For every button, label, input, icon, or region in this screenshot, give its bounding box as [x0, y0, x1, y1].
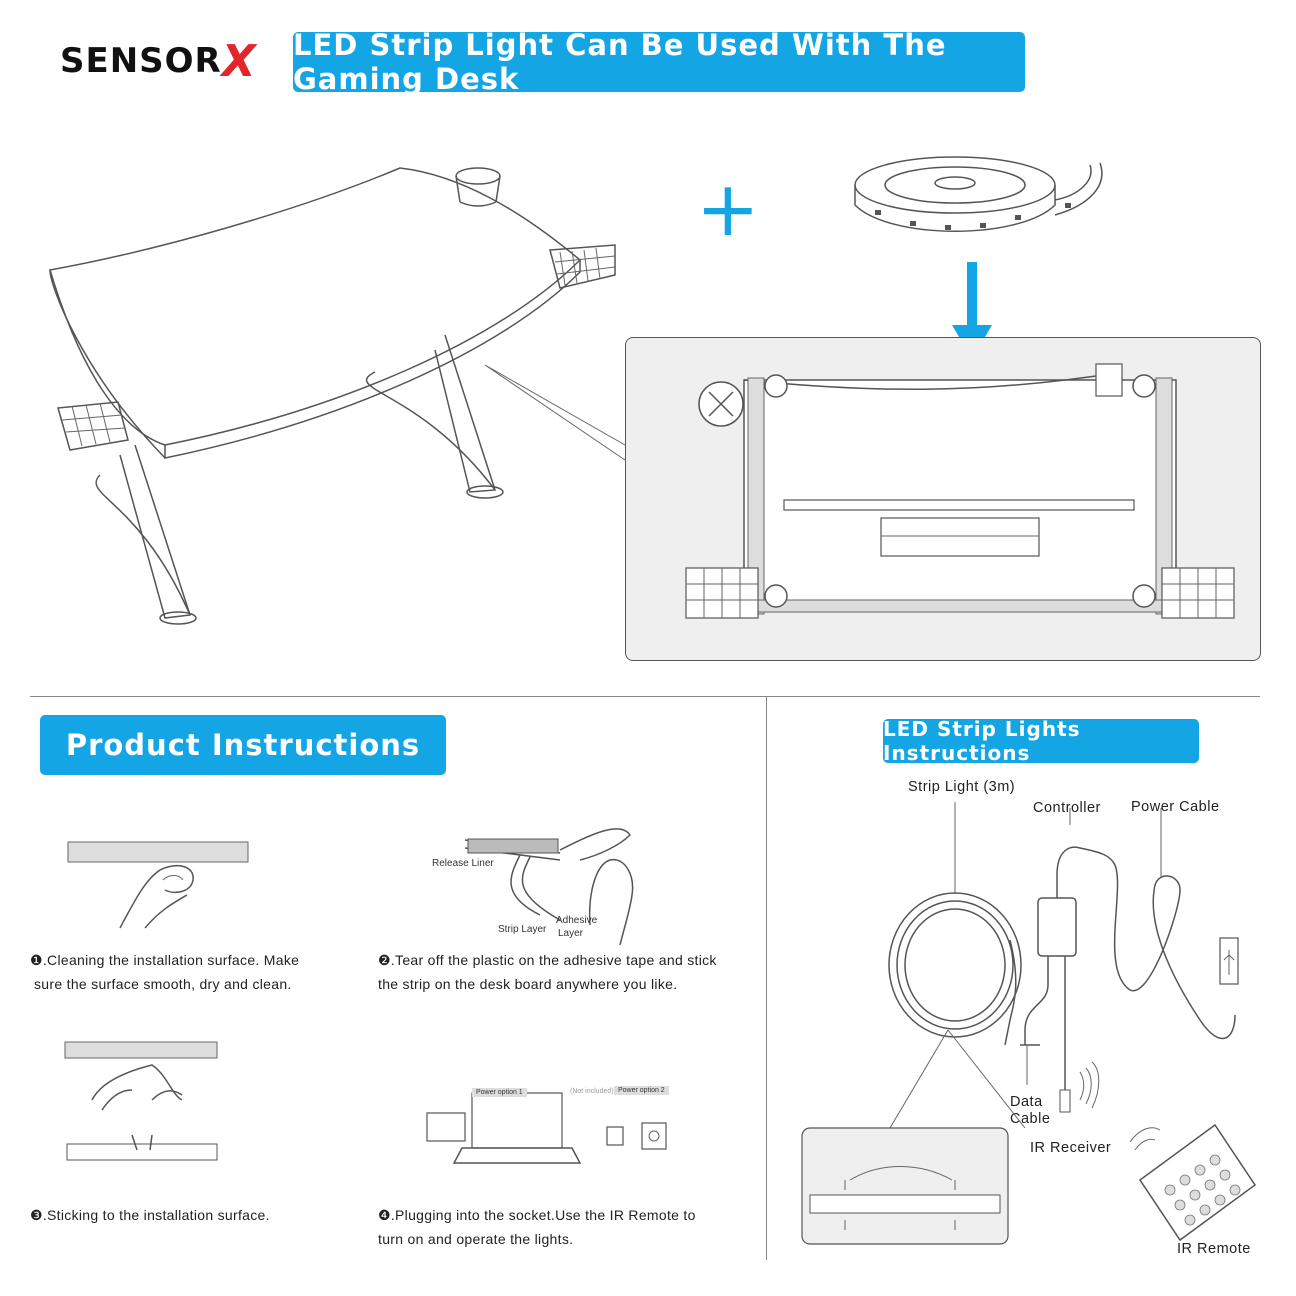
step1-line1: .Cleaning the installation surface. Make [42, 952, 300, 968]
adhesive-label-line2: Layer [558, 928, 584, 939]
ir-remote-label: IR Remote [1177, 1241, 1251, 1257]
data-cable-line1: Data [1010, 1094, 1043, 1110]
step3-line1: .Sticking to the installation surface. [42, 1207, 270, 1223]
step3-text: ❸.Sticking to the installation surface. [30, 1203, 360, 1227]
adhesive-label-line1: Adhesive [556, 915, 598, 926]
step4-line2: turn on and operate the lights. [378, 1231, 574, 1247]
plus-sign: + [696, 164, 760, 253]
step4-line1: .Plugging into the socket.Use the IR Rem… [390, 1207, 696, 1223]
power-option1-label: Power option 1 [472, 1088, 527, 1097]
step2-text: ❷.Tear off the plastic on the adhesive t… [378, 948, 763, 996]
ir-receiver-label: IR Receiver [1030, 1140, 1112, 1156]
controller-label: Controller [1033, 800, 1101, 816]
step1-number: ❶ [30, 952, 43, 968]
header-title: LED Strip Light Can Be Used With The Gam… [293, 28, 947, 96]
desk-underside-panel [625, 337, 1261, 661]
step1-text: ❶.Cleaning the installation surface. Mak… [30, 948, 360, 996]
step4-power-illustration [426, 1092, 667, 1164]
gaming-desk-illustration [49, 167, 626, 625]
section-divider [30, 696, 1260, 697]
product-instructions-title: Product Instructions [65, 728, 421, 762]
data-cable-line2: Cable [1010, 1111, 1051, 1127]
strip-light-label: Strip Light (3m) [908, 779, 1016, 795]
led-strip-reel-icon [854, 156, 1103, 232]
step3-sticking-illustration [64, 1041, 218, 1161]
step3-number: ❸ [30, 1207, 43, 1223]
column-divider [766, 696, 767, 1260]
step2-number: ❷ [378, 952, 391, 968]
led-instructions-banner: LED Strip Lights Instructions [883, 717, 1199, 765]
strip-layer-label: Strip Layer [498, 924, 547, 935]
step2-line2: the strip on the desk board anywhere you… [378, 976, 678, 992]
header-banner: LED Strip Light Can Be Used With The Gam… [293, 28, 1025, 96]
brand-name: SENSOR [60, 41, 222, 81]
brand-mark: X [221, 35, 257, 87]
release-liner-label: Release Liner [432, 858, 494, 869]
data-cable-label: Data Cable [1010, 1094, 1050, 1128]
power-cable-label: Power Cable [1131, 799, 1220, 815]
down-arrow-icon [967, 262, 977, 328]
step2-line1: .Tear off the plastic on the adhesive ta… [390, 952, 717, 968]
led-instructions-title: LED Strip Lights Instructions [883, 717, 1081, 765]
adhesive-layer-label: Adhesive Layer [556, 914, 597, 940]
desk-underside-diagram [685, 363, 1235, 619]
product-instructions-banner: Product Instructions [40, 715, 446, 775]
step1-cleaning-illustration [67, 841, 249, 929]
step1-line2: sure the surface smooth, dry and clean. [34, 976, 292, 992]
step2-tear-tape-illustration [464, 828, 634, 946]
led-kit-diagram [801, 802, 1257, 1245]
not-included-label: (Not included) [570, 1088, 614, 1095]
step4-text: ❹.Plugging into the socket.Use the IR Re… [378, 1203, 763, 1251]
step4-number: ❹ [378, 1207, 391, 1223]
power-option2-label: Power option 2 [614, 1086, 669, 1095]
